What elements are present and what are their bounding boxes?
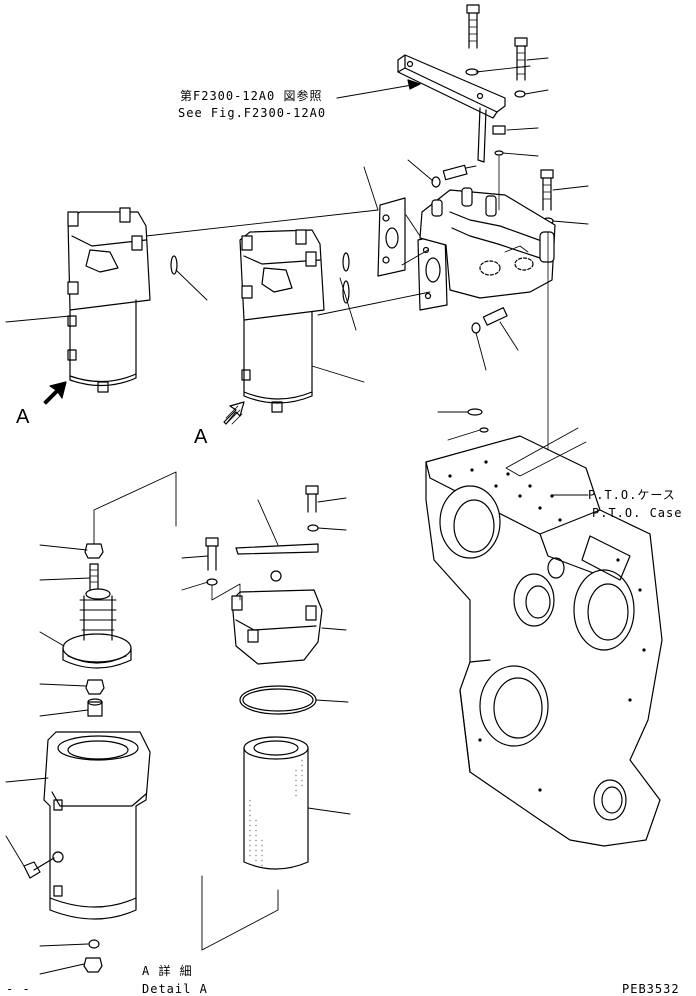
side-bolt: [407, 159, 477, 188]
detail-bolt-1: [305, 485, 347, 532]
lower-bolt: [471, 307, 519, 371]
detail-caption-en: Detail A: [142, 982, 208, 996]
arrow-a-left: [43, 381, 67, 405]
reference-callout-arrow: [336, 79, 421, 99]
detail-bracket: [235, 499, 319, 555]
drawing-code: PEB3532: [622, 982, 680, 996]
relief-valve: [39, 588, 132, 669]
nut-middle: [39, 679, 105, 695]
detail-o-ring: [239, 685, 349, 715]
filter-element: [243, 736, 351, 870]
reference-label-en: See Fig.F2300-12A0: [178, 106, 327, 120]
filter-case: [5, 731, 151, 920]
pto-case-label-en: P.T.O. Case: [592, 506, 683, 520]
detail-bracket-lines: [93, 471, 279, 951]
nut-top: [39, 543, 104, 559]
pto-case: [425, 435, 663, 847]
view-marker-a-left: A: [16, 406, 30, 428]
detail-caption-jp: A 詳 細: [142, 964, 193, 978]
detail-bolt-2: [181, 537, 241, 601]
nut-bottom: [39, 939, 103, 975]
sleeve: [39, 698, 103, 717]
arrow-a-middle: [223, 401, 245, 425]
o-rings-upper: [170, 252, 350, 304]
left-leaders: [5, 315, 71, 323]
drain-plug: [5, 835, 55, 879]
bolt-4: [540, 169, 589, 225]
view-marker-a-middle: A: [194, 426, 208, 448]
manifold: [377, 187, 556, 311]
reference-label-jp: 第F2300-12A0 図参照: [180, 89, 323, 103]
bracket: [397, 54, 506, 163]
pto-case-washers: [437, 408, 587, 477]
detail-cover: [231, 570, 347, 665]
callout-leaders-top: [145, 155, 549, 481]
corner-mark: - -: [6, 982, 31, 996]
bolt-3: [492, 125, 539, 157]
filter-middle: [239, 229, 365, 413]
pto-case-label-jp: P.T.O.ケース: [588, 488, 676, 502]
top-bolt-2: [514, 37, 549, 98]
stud: [39, 563, 99, 591]
filter-left: [67, 207, 151, 393]
